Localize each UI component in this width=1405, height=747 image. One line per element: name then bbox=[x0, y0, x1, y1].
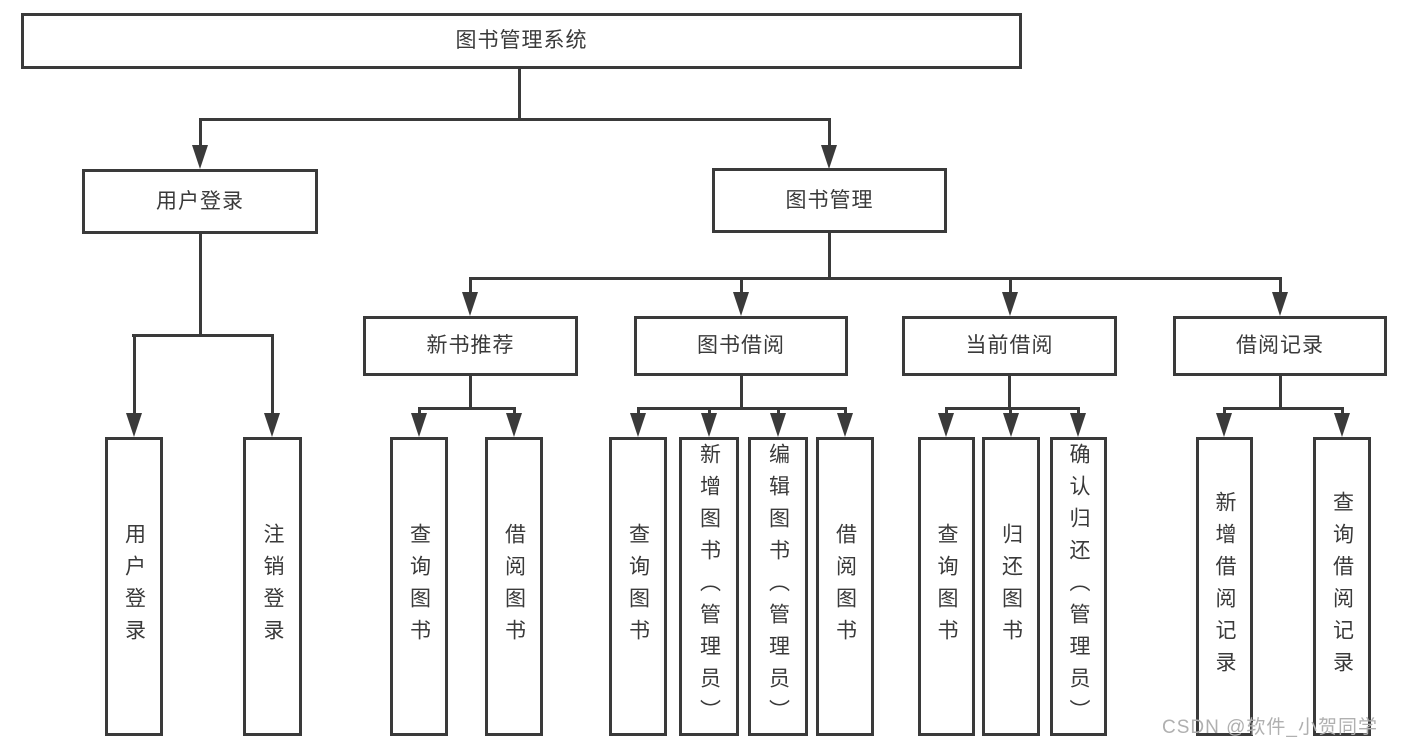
connector-line bbox=[1077, 407, 1080, 417]
connector-line bbox=[740, 277, 743, 294]
node-leaf-user-login-label: 用户登录 bbox=[122, 522, 146, 651]
node-leaf-edit-book-label: 编辑图书（管理员） bbox=[766, 442, 790, 731]
node-leaf-borrow-book-rec: 借阅图书 bbox=[485, 437, 543, 736]
node-current-borrow: 当前借阅 bbox=[902, 316, 1117, 376]
node-leaf-query-book-rec: 查询图书 bbox=[390, 437, 448, 736]
connector-line bbox=[133, 334, 136, 415]
arrowhead bbox=[701, 413, 717, 437]
node-leaf-query-book-borrow: 查询图书 bbox=[609, 437, 667, 736]
node-leaf-add-record: 新增借阅记录 bbox=[1196, 437, 1253, 736]
node-leaf-edit-book: 编辑图书（管理员） bbox=[748, 437, 808, 736]
node-book-borrow-label: 图书借阅 bbox=[697, 334, 785, 358]
connector-line bbox=[1008, 376, 1011, 410]
node-leaf-add-record-label: 新增借阅记录 bbox=[1213, 490, 1236, 683]
node-borrow-records-label: 借阅记录 bbox=[1236, 334, 1324, 358]
arrowhead bbox=[1334, 413, 1350, 437]
node-new-book-rec: 新书推荐 bbox=[363, 316, 578, 376]
connector-line bbox=[1341, 407, 1344, 417]
node-leaf-confirm-return-label: 确认归还（管理员） bbox=[1067, 442, 1090, 731]
connector-line bbox=[199, 234, 202, 337]
node-leaf-query-record-label: 查询借阅记录 bbox=[1330, 490, 1354, 683]
arrowhead bbox=[506, 413, 522, 437]
connector-line bbox=[418, 407, 421, 417]
connector-line bbox=[945, 407, 1080, 410]
arrowhead bbox=[1272, 292, 1288, 316]
arrowhead bbox=[264, 413, 280, 437]
connector-line bbox=[199, 118, 202, 148]
connector-line bbox=[469, 376, 472, 410]
node-leaf-user-login: 用户登录 bbox=[105, 437, 163, 736]
watermark: CSDN @软件_小贺同学 bbox=[1162, 717, 1378, 738]
node-borrow-records: 借阅记录 bbox=[1173, 316, 1387, 376]
connector-line bbox=[708, 407, 711, 417]
connector-line bbox=[1279, 376, 1282, 410]
connector-line bbox=[418, 407, 516, 410]
node-leaf-logout: 注销登录 bbox=[243, 437, 302, 736]
node-current-borrow-label: 当前借阅 bbox=[965, 334, 1054, 358]
node-root-label: 图书管理系统 bbox=[455, 29, 588, 53]
connector-line bbox=[1009, 277, 1012, 294]
node-book-borrow: 图书借阅 bbox=[634, 316, 848, 376]
connector-line bbox=[828, 233, 831, 279]
node-leaf-query-record: 查询借阅记录 bbox=[1313, 437, 1371, 736]
node-leaf-query-book-current-label: 查询图书 bbox=[935, 522, 958, 651]
connector-line bbox=[132, 334, 274, 337]
arrowhead bbox=[1070, 413, 1086, 437]
connector-line bbox=[945, 407, 948, 417]
arrowhead bbox=[462, 292, 478, 316]
node-leaf-query-book-current: 查询图书 bbox=[918, 437, 975, 736]
connector-line bbox=[513, 407, 516, 417]
arrowhead bbox=[938, 413, 954, 437]
node-leaf-borrow-book-borrow: 借阅图书 bbox=[816, 437, 874, 736]
connector-line bbox=[199, 118, 831, 121]
arrowhead bbox=[1002, 292, 1018, 316]
arrowhead bbox=[126, 413, 142, 437]
node-leaf-query-book-borrow-label: 查询图书 bbox=[626, 522, 650, 651]
node-leaf-return-book-label: 归还图书 bbox=[999, 522, 1023, 651]
connector-line bbox=[777, 407, 780, 417]
node-leaf-query-book-rec-label: 查询图书 bbox=[407, 522, 431, 651]
connector-line bbox=[469, 277, 1281, 280]
node-leaf-borrow-book-borrow-label: 借阅图书 bbox=[833, 522, 857, 651]
node-book-mgmt-label: 图书管理 bbox=[785, 188, 874, 212]
node-leaf-borrow-book-rec-label: 借阅图书 bbox=[502, 522, 526, 651]
arrowhead bbox=[630, 413, 646, 437]
arrowhead bbox=[192, 145, 208, 169]
arrowhead bbox=[1216, 413, 1232, 437]
node-leaf-confirm-return: 确认归还（管理员） bbox=[1050, 437, 1107, 736]
arrowhead bbox=[837, 413, 853, 437]
connector-line bbox=[637, 407, 847, 410]
connector-line bbox=[518, 69, 521, 121]
node-book-mgmt: 图书管理 bbox=[712, 168, 947, 233]
node-user-login: 用户登录 bbox=[82, 169, 318, 234]
node-user-login-label: 用户登录 bbox=[156, 189, 244, 213]
connector-line bbox=[1009, 407, 1012, 417]
arrowhead bbox=[411, 413, 427, 437]
arrowhead bbox=[733, 292, 749, 316]
arrowhead bbox=[770, 413, 786, 437]
connector-line bbox=[844, 407, 847, 417]
connector-line bbox=[740, 376, 743, 410]
connector-line bbox=[469, 277, 472, 294]
connector-line bbox=[1223, 407, 1226, 417]
connector-line bbox=[1279, 277, 1282, 294]
connector-line bbox=[271, 334, 274, 415]
connector-line bbox=[1223, 407, 1344, 410]
arrowhead bbox=[1003, 413, 1019, 437]
node-root: 图书管理系统 bbox=[21, 13, 1022, 69]
connector-line bbox=[828, 118, 831, 148]
node-leaf-add-book: 新增图书（管理员） bbox=[679, 437, 739, 736]
arrowhead bbox=[821, 145, 837, 169]
node-new-book-rec-label: 新书推荐 bbox=[426, 334, 515, 358]
node-leaf-return-book: 归还图书 bbox=[982, 437, 1040, 736]
node-leaf-logout-label: 注销登录 bbox=[261, 522, 284, 651]
connector-line bbox=[637, 407, 640, 417]
node-leaf-add-book-label: 新增图书（管理员） bbox=[697, 442, 721, 731]
